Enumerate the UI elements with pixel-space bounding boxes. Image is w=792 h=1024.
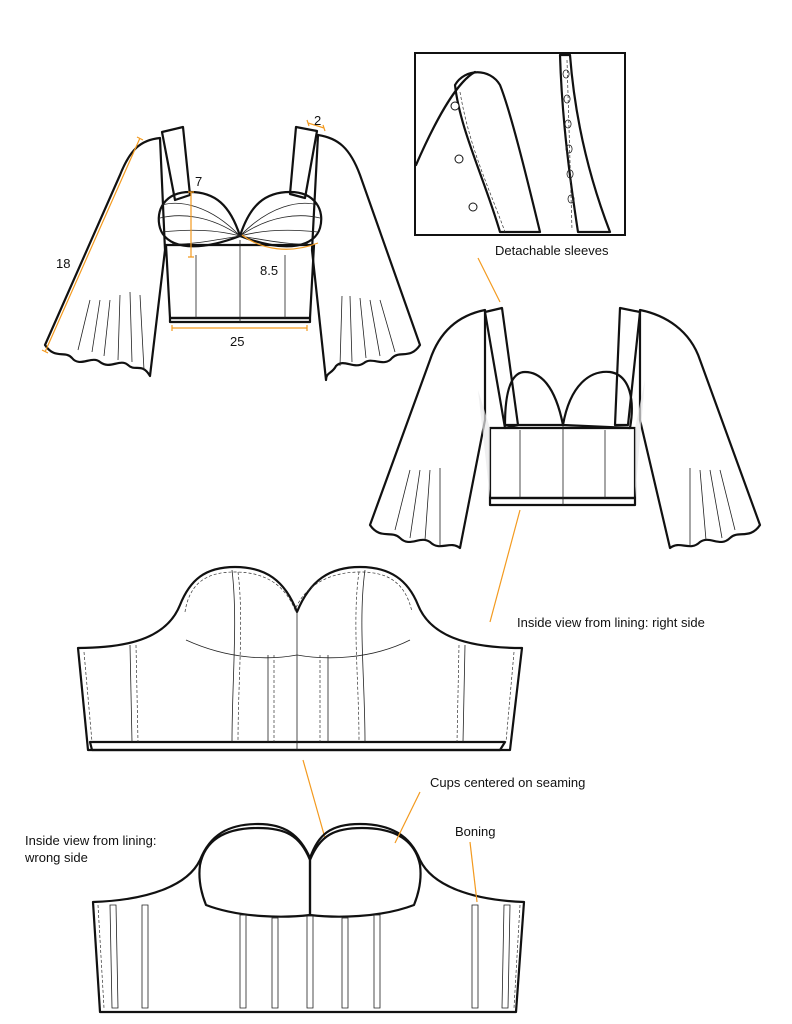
boning-label: Boning bbox=[455, 824, 495, 839]
sleeve-detail-inset: Detachable sleeves bbox=[414, 52, 626, 303]
bodice-width-measure: 25 bbox=[230, 334, 244, 349]
right-cup bbox=[238, 190, 323, 248]
front-view: 18 2 7 8.5 25 bbox=[41, 113, 422, 382]
right-sleeve bbox=[310, 133, 422, 382]
right-cup-lining bbox=[308, 826, 422, 918]
cup-width-measure: 8.5 bbox=[260, 263, 278, 278]
three-quarter-view: Inside view from lining: right side bbox=[368, 306, 762, 630]
right-strap bbox=[288, 125, 319, 200]
inside-view-right-side bbox=[76, 565, 524, 839]
left-strap bbox=[160, 125, 192, 202]
strap-width-measure: 2 bbox=[314, 113, 321, 128]
left-cup-lining bbox=[198, 826, 312, 918]
left-cup bbox=[157, 190, 242, 248]
inside-view-wrong-side: Cups centered on seaming Boning Inside v… bbox=[24, 775, 585, 1014]
cup-height-measure: 7 bbox=[195, 174, 202, 189]
cups-centered-label: Cups centered on seaming bbox=[430, 775, 585, 790]
detachable-sleeves-label: Detachable sleeves bbox=[495, 243, 609, 258]
inside-wrong-side-label-line2: wrong side bbox=[24, 850, 88, 865]
inside-right-side-label: Inside view from lining: right side bbox=[517, 615, 705, 630]
sleeve-length-measure: 18 bbox=[56, 256, 70, 271]
boning-channels bbox=[109, 904, 511, 1009]
left-sleeve bbox=[43, 136, 167, 378]
inside-wrong-side-label-line1: Inside view from lining: bbox=[25, 833, 157, 848]
